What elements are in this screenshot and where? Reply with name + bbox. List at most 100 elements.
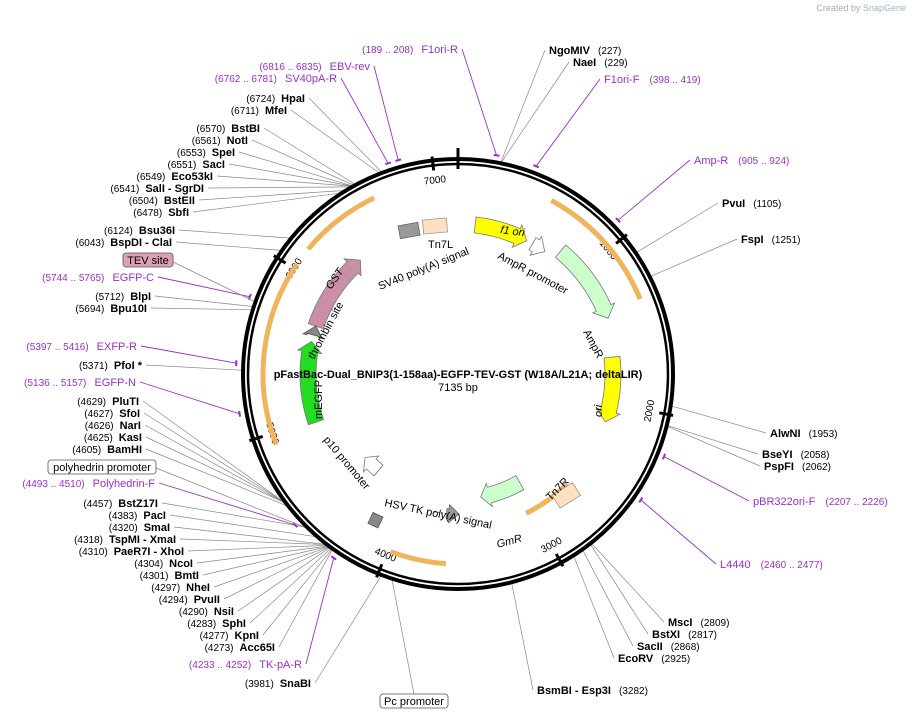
site-name: MscI	[668, 617, 692, 629]
site-saci[interactable]: SacI(6551)	[167, 159, 225, 171]
primer-egfp-n[interactable]: EGFP-N(5136 .. 5157)	[24, 377, 136, 389]
megfp-feature[interactable]	[296, 340, 325, 426]
site-position: (4626)	[85, 421, 114, 432]
primer-exfp-r[interactable]: EXFP-R(5397 .. 5416)	[26, 341, 137, 353]
primer-f1ori-f[interactable]: F1ori-F(398 .. 419)	[604, 74, 701, 86]
site-name: PvuII	[194, 594, 220, 606]
f1-ori-feature[interactable]	[473, 216, 528, 249]
primer-ebv-rev[interactable]: EBV-rev(6816 .. 6835)	[259, 61, 370, 73]
primer-name: L4440	[720, 559, 751, 571]
site-sfoi[interactable]: SfoI(4627)	[84, 408, 140, 420]
primer-leader-f1ori-f	[535, 78, 601, 167]
site-name: AlwNI	[770, 428, 801, 440]
site-ncoi[interactable]: NcoI(4304)	[134, 558, 193, 570]
site-bspdi-clai[interactable]: BspDI - ClaI(6043)	[75, 237, 172, 249]
site-position: (2058)	[801, 450, 830, 461]
tn7l-feature[interactable]	[422, 217, 448, 235]
site-nari[interactable]: NarI(4626)	[85, 420, 141, 432]
site-blpi[interactable]: BlpI(5712)	[95, 291, 151, 303]
site-bstxi[interactable]: BstXI(2817)	[652, 629, 717, 641]
primer-mark-tk-pa-r	[330, 555, 337, 561]
site-sphi[interactable]: SphI(4283)	[187, 618, 246, 630]
primer-tk-pa-r[interactable]: TK-pA-R(4233 .. 4252)	[189, 659, 302, 671]
ampr-feature[interactable]	[554, 244, 616, 319]
site-eco53ki[interactable]: Eco53kI(6549)	[136, 171, 213, 183]
ampr-promoter-feature[interactable]	[528, 235, 546, 256]
site-paci[interactable]: PacI(4383)	[108, 510, 166, 522]
site-leader-tspmi-xmai	[179, 538, 326, 545]
site-name: NsiI	[214, 606, 234, 618]
primer-l4440[interactable]: L4440(2460 .. 2477)	[720, 559, 823, 571]
site-msci[interactable]: MscI(2809)	[668, 617, 729, 629]
site-kasi[interactable]: KasI(4625)	[84, 432, 142, 444]
primer-sv40pa-r[interactable]: SV40pA-R(6762 .. 6781)	[215, 73, 337, 85]
site-spei[interactable]: SpeI(6553)	[177, 147, 235, 159]
site-ecorv[interactable]: EcoRV(2925)	[618, 653, 690, 665]
site-fspi[interactable]: FspI(1251)	[741, 234, 801, 246]
site-name: PluTI	[112, 396, 139, 408]
primer-f1ori-r[interactable]: F1ori-R(189 .. 208)	[362, 44, 458, 56]
site-name: BlpI	[130, 291, 151, 303]
primer-mark-f1ori-f	[533, 164, 540, 169]
tick-mark-5000	[248, 434, 264, 443]
hsv-small-feature[interactable]	[367, 511, 384, 529]
site-pvui[interactable]: PvuI(1105)	[722, 198, 781, 210]
gmr-feature[interactable]	[480, 475, 525, 508]
site-acc65i[interactable]: Acc65I(4273)	[205, 642, 275, 654]
site-sali-sgrdi[interactable]: SalI - SgrDI(6541)	[110, 183, 204, 195]
site-nsii[interactable]: NsiI(4290)	[179, 606, 234, 618]
site-bmti[interactable]: BmtI(4301)	[140, 570, 199, 582]
site-alwni[interactable]: AlwNI(1953)	[770, 428, 838, 440]
primer-leader-amp-r	[617, 159, 691, 221]
primer-polyhedrin-f[interactable]: Polyhedrin-F(4493 .. 4510)	[22, 478, 155, 490]
site-pluti[interactable]: PluTI(4629)	[77, 396, 139, 408]
site-bsteii[interactable]: BstEII(6504)	[129, 195, 195, 207]
site-hpai[interactable]: HpaI(6724)	[246, 93, 305, 105]
site-pspfi[interactable]: PspFI(2062)	[764, 461, 831, 473]
site-bsu36i[interactable]: Bsu36I(6124)	[104, 225, 175, 237]
gst-feature[interactable]	[307, 258, 362, 330]
p10-promoter-feature[interactable]	[362, 455, 384, 477]
site-leader-nhei	[213, 546, 329, 588]
site-name: PvuI	[722, 198, 745, 210]
primer-amp-r[interactable]: Amp-R(905 .. 924)	[694, 155, 789, 167]
site-smai[interactable]: SmaI(4320)	[109, 522, 170, 534]
polyhedrin-promoter-box[interactable]	[47, 459, 157, 475]
plasmid-name: pFastBac-Dual_BNIP3(1-158aa)-EGFP-TEV-GS…	[274, 369, 643, 381]
site-nhei[interactable]: NheI(4297)	[151, 582, 210, 594]
site-ngomiv[interactable]: NgoMIV(227)	[549, 45, 621, 57]
site-tspmi-xmai[interactable]: TspMI - XmaI(4318)	[74, 534, 176, 546]
site-sbfi[interactable]: SbfI(6478)	[133, 207, 189, 219]
site-leader-sacii	[582, 550, 634, 647]
site-mfei[interactable]: MfeI(6711)	[231, 105, 287, 117]
sv40-polya-feature[interactable]	[397, 221, 421, 240]
pc-promoter-box[interactable]	[379, 693, 449, 709]
site-bamhi[interactable]: BamHI(4605)	[72, 444, 142, 456]
site-position: (4294)	[159, 595, 188, 606]
site-kpni[interactable]: KpnI(4277)	[200, 630, 259, 642]
thrombin-site-feature[interactable]	[302, 325, 324, 340]
site-pvuii[interactable]: PvuII (4294)	[159, 594, 220, 606]
site-name: BspDI - ClaI	[110, 237, 172, 249]
site-sacii[interactable]: SacII(2868)	[637, 641, 700, 653]
primer-pbr322ori-f[interactable]: pBR322ori-F(2207 .. 2226)	[753, 496, 888, 508]
site-pfoi[interactable]: PfoI *(5371)	[79, 360, 143, 372]
tn7r-feature[interactable]	[551, 482, 581, 509]
site-naei[interactable]: NaeI(229)	[573, 57, 628, 69]
hsv-tk-polya-feature[interactable]	[445, 503, 460, 524]
site-bpu10i[interactable]: Bpu10I(5694)	[75, 303, 147, 315]
site-bstz17i[interactable]: BstZ17I(4457)	[83, 498, 158, 510]
ori-feature[interactable]	[595, 355, 622, 423]
site-snabi[interactable]: SnaBI(3981)	[245, 678, 311, 690]
site-name: Bpu10I	[110, 303, 147, 315]
site-noti[interactable]: NotI(6561)	[192, 135, 248, 147]
tick-label-2000: 2000	[642, 399, 657, 423]
site-bseyi[interactable]: BseYI(2058)	[762, 449, 830, 461]
pc-promoter-label: Pc promoter	[384, 696, 444, 708]
site-paer7i-xhoi[interactable]: PaeR7I - XhoI(4310)	[79, 546, 184, 558]
primer-egfp-c[interactable]: EGFP-C(5744 .. 5765)	[42, 272, 154, 284]
tev-site-box[interactable]	[122, 252, 174, 268]
site-bstbi[interactable]: BstBI(6570)	[196, 123, 260, 135]
site-bsmbi-esp3i[interactable]: BsmBI - Esp3I(3282)	[537, 685, 648, 697]
site-leader-spei	[238, 151, 353, 187]
